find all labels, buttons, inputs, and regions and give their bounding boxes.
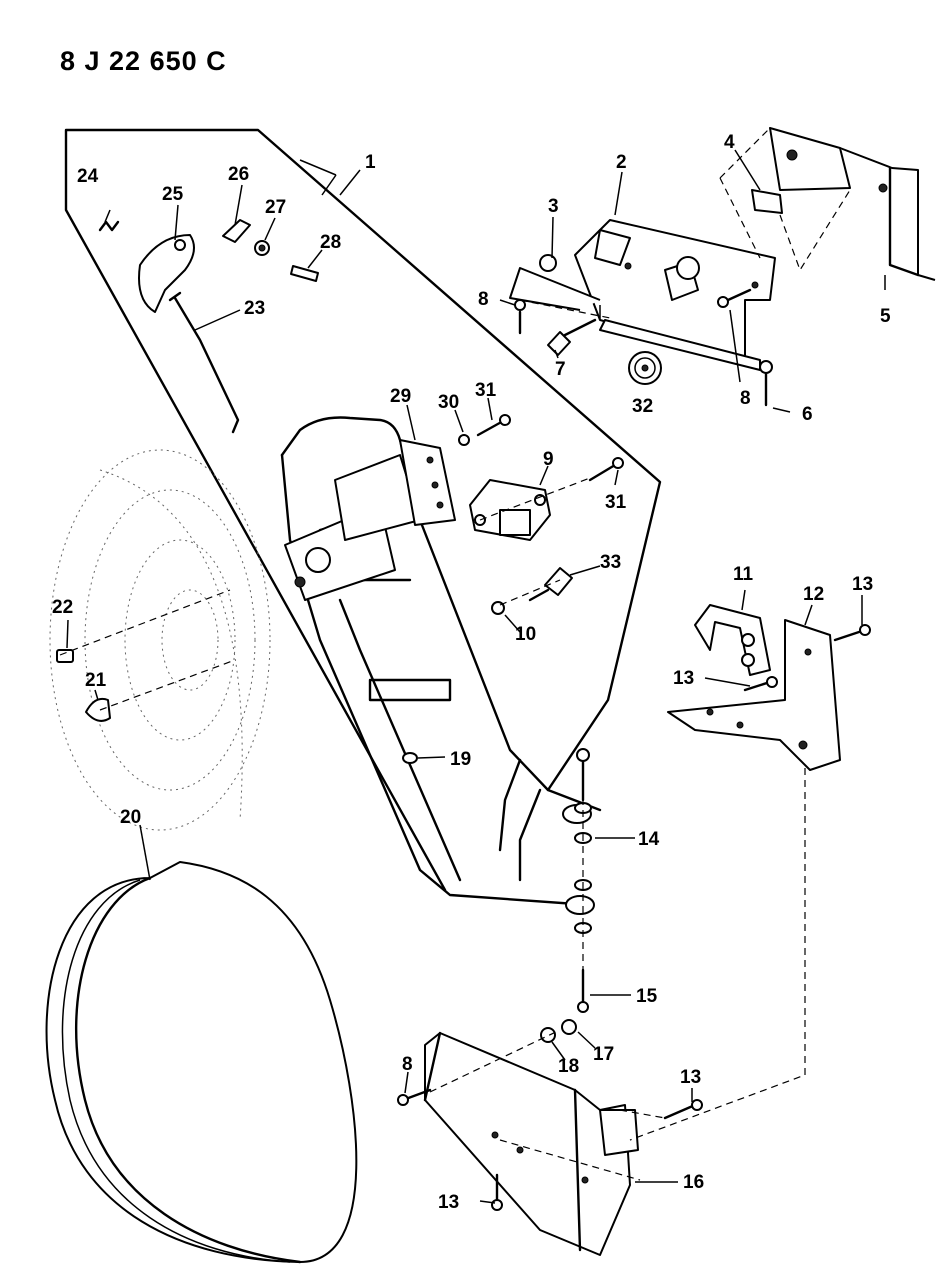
callout-32: 32: [632, 396, 653, 417]
callout-10: 10: [515, 624, 536, 645]
callout-30: 30: [438, 392, 459, 413]
callout-6: 6: [802, 404, 813, 425]
callout-11: 11: [733, 564, 754, 585]
callout-21: 21: [85, 670, 107, 691]
assembly-outline: [64, 128, 662, 892]
bumper-bracket: [423, 1031, 639, 1256]
callout-33: 33: [600, 552, 621, 573]
callout-19: 19: [450, 749, 471, 770]
latch-small-parts: [98, 219, 319, 434]
callout-15: 15: [636, 986, 658, 1007]
callout-24: 24: [77, 166, 99, 187]
callout-9: 9: [543, 449, 554, 470]
mount-bracket: [751, 127, 936, 281]
callout-7: 7: [555, 359, 566, 380]
callout-labels: 1 2 3 4 5 6 7 8 8 8 9 10 11 12 13 13 13 …: [52, 132, 891, 1213]
callout-18: 18: [558, 1056, 579, 1077]
callout-27: 27: [265, 197, 286, 218]
callout-17: 17: [593, 1044, 614, 1065]
callout-5: 5: [880, 306, 891, 327]
callout-2: 2: [616, 152, 627, 173]
callout-8-upper-left: 8: [478, 289, 489, 310]
callout-13-lower-right: 13: [680, 1067, 701, 1088]
wheel-ghost: [49, 449, 271, 831]
callout-28: 28: [320, 232, 341, 253]
callout-25: 25: [162, 184, 184, 205]
carrier-frame: [280, 416, 602, 915]
callout-3: 3: [548, 196, 559, 217]
callout-8-lower: 8: [402, 1054, 413, 1075]
hinge-bracket: [509, 219, 776, 371]
callout-16: 16: [683, 1172, 704, 1193]
callout-23: 23: [244, 298, 265, 319]
tire-cover: [45, 861, 358, 1264]
callout-14: 14: [638, 829, 660, 850]
callout-12: 12: [803, 584, 824, 605]
callout-22: 22: [52, 597, 73, 618]
callout-4: 4: [724, 132, 735, 153]
callout-13-middle: 13: [673, 668, 694, 689]
callout-31-upper: 31: [475, 380, 497, 401]
callout-13-lower-left: 13: [438, 1192, 459, 1213]
leader-lines: [59, 127, 886, 1204]
latch-assembly: [469, 479, 551, 541]
callout-31-lower: 31: [605, 492, 627, 513]
callout-26: 26: [228, 164, 249, 185]
callout-13-upper-right: 13: [852, 574, 873, 595]
drawing-code: 8 J 22 650 C: [60, 46, 227, 76]
lower-body-bracket: [667, 604, 841, 771]
callout-20: 20: [120, 807, 141, 828]
callout-29: 29: [390, 386, 411, 407]
callout-1: 1: [365, 152, 376, 173]
callout-8-upper-right: 8: [740, 388, 751, 409]
